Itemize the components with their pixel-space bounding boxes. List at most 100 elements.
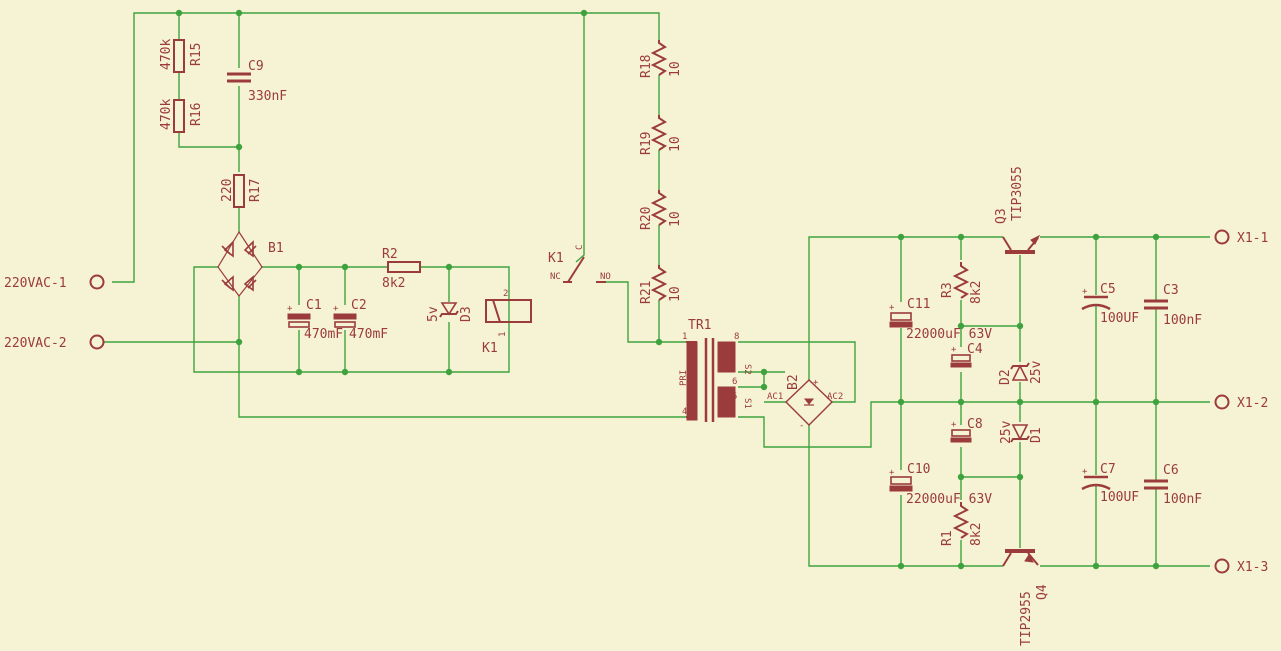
svg-text:S2: S2 bbox=[742, 364, 752, 375]
svg-text:D2: D2 bbox=[998, 369, 1013, 385]
terminal-x1-1[interactable]: X1-1 bbox=[1214, 229, 1269, 247]
svg-text:AC1: AC1 bbox=[767, 392, 783, 402]
resistor-r18: R18 10 bbox=[639, 40, 683, 78]
svg-text:R1: R1 bbox=[940, 530, 955, 546]
svg-text:10: 10 bbox=[668, 286, 683, 302]
svg-text:TIP2955: TIP2955 bbox=[1019, 591, 1034, 646]
svg-text:R20: R20 bbox=[639, 207, 654, 230]
svg-text:C8: C8 bbox=[967, 417, 983, 432]
svg-text:Q3: Q3 bbox=[994, 208, 1009, 224]
svg-text:330nF: 330nF bbox=[248, 89, 287, 104]
terminal-x1-3[interactable]: X1-3 bbox=[1214, 558, 1269, 576]
svg-text:C10: C10 bbox=[907, 462, 930, 477]
svg-text:C6: C6 bbox=[1163, 463, 1179, 478]
junction-dots bbox=[175, 9, 1160, 570]
capacitor-c1: + C1 470mF bbox=[287, 298, 343, 342]
svg-text:100UF: 100UF bbox=[1100, 490, 1139, 505]
svg-text:AC2: AC2 bbox=[827, 392, 843, 402]
svg-text:C7: C7 bbox=[1100, 462, 1116, 477]
relay-coil-k1: 2 1 K1 bbox=[482, 289, 532, 356]
svg-text:100nF: 100nF bbox=[1163, 492, 1202, 507]
svg-text:470mF: 470mF bbox=[349, 327, 388, 342]
svg-text:8k2: 8k2 bbox=[382, 276, 405, 291]
svg-text:+: + bbox=[813, 378, 819, 388]
zener-d1: 25v D1 bbox=[999, 420, 1044, 444]
transistor-q4: TIP2955 Q4 bbox=[1002, 549, 1050, 646]
svg-text:8k2: 8k2 bbox=[969, 523, 984, 546]
svg-text:B1: B1 bbox=[268, 241, 284, 256]
svg-text:C3: C3 bbox=[1163, 283, 1179, 298]
svg-text:C11: C11 bbox=[907, 297, 930, 312]
capacitor-c5: + C5 100UF bbox=[1081, 282, 1139, 326]
resistor-r15: 470k R15 bbox=[159, 39, 204, 73]
svg-text:Q4: Q4 bbox=[1035, 584, 1050, 600]
svg-text:+: + bbox=[951, 345, 957, 355]
svg-text:470mF: 470mF bbox=[304, 327, 343, 342]
terminal-label: X1-3 bbox=[1237, 560, 1268, 575]
svg-text:R17: R17 bbox=[248, 179, 263, 202]
transformer-tr1: TR1 1 4 PRI 8 6 5 S2 S1 bbox=[679, 318, 752, 422]
svg-text:6: 6 bbox=[732, 377, 737, 387]
resistor-r1: R1 8k2 bbox=[940, 502, 984, 546]
svg-text:C5: C5 bbox=[1100, 282, 1116, 297]
resistor-r19: R19 10 bbox=[639, 115, 683, 155]
svg-text:5v: 5v bbox=[426, 306, 441, 322]
svg-text:K1: K1 bbox=[482, 341, 498, 356]
svg-text:D1: D1 bbox=[1029, 427, 1044, 443]
svg-text:TR1: TR1 bbox=[688, 318, 711, 333]
svg-text:220: 220 bbox=[220, 179, 235, 202]
capacitor-c6: C6 100nF bbox=[1144, 463, 1202, 507]
svg-text:100UF: 100UF bbox=[1100, 311, 1139, 326]
svg-text:C9: C9 bbox=[248, 59, 264, 74]
capacitor-c11: + C11 22000uF 63V bbox=[889, 297, 992, 342]
svg-text:+: + bbox=[333, 304, 339, 314]
terminal-label: X1-1 bbox=[1237, 231, 1268, 246]
capacitor-c7: + C7 100UF bbox=[1081, 462, 1139, 505]
svg-text:PRI: PRI bbox=[679, 370, 689, 386]
svg-text:+: + bbox=[951, 420, 957, 430]
svg-text:470k: 470k bbox=[159, 39, 174, 70]
svg-text:R21: R21 bbox=[639, 281, 654, 304]
svg-text:+: + bbox=[1082, 467, 1088, 477]
svg-text:1: 1 bbox=[682, 332, 687, 342]
svg-text:NO: NO bbox=[600, 272, 611, 282]
svg-text:+: + bbox=[889, 303, 895, 313]
svg-text:470k: 470k bbox=[159, 99, 174, 130]
svg-text:+: + bbox=[287, 304, 293, 314]
svg-text:-: - bbox=[799, 421, 804, 431]
svg-text:K1: K1 bbox=[548, 251, 564, 266]
capacitor-c2: + C2 470mF bbox=[333, 298, 388, 342]
svg-text:D3: D3 bbox=[459, 306, 474, 322]
capacitor-c4: + C4 bbox=[950, 342, 983, 368]
svg-text:4: 4 bbox=[682, 407, 687, 417]
terminal-x1-2[interactable]: X1-2 bbox=[1214, 394, 1269, 412]
svg-text:NC: NC bbox=[550, 272, 561, 282]
svg-text:22000uF 63V: 22000uF 63V bbox=[906, 492, 992, 507]
svg-text:S1: S1 bbox=[742, 398, 752, 409]
terminal-label: X1-2 bbox=[1237, 396, 1268, 411]
capacitor-c3: C3 100nF bbox=[1144, 283, 1202, 328]
wires bbox=[104, 12, 1210, 567]
svg-text:10: 10 bbox=[668, 61, 683, 77]
svg-text:100nF: 100nF bbox=[1163, 313, 1202, 328]
svg-text:C1: C1 bbox=[306, 298, 322, 313]
svg-text:C4: C4 bbox=[967, 342, 983, 357]
transistor-q3: Q3 TIP3055 bbox=[994, 166, 1041, 254]
terminal-label: 220VAC-1 bbox=[4, 276, 67, 291]
terminal-220vac-1[interactable]: 220VAC-1 bbox=[4, 274, 105, 292]
svg-text:2: 2 bbox=[503, 289, 508, 299]
svg-text:C2: C2 bbox=[351, 298, 367, 313]
svg-text:B2: B2 bbox=[786, 374, 801, 390]
resistor-r16: 470k R16 bbox=[159, 99, 204, 133]
zener-d3: 5v D3 bbox=[426, 302, 474, 322]
resistor-r17: 220 R17 bbox=[220, 174, 263, 208]
resistor-r3: R3 8k2 bbox=[940, 262, 984, 304]
svg-text:25v: 25v bbox=[999, 420, 1014, 444]
svg-text:22000uF 63V: 22000uF 63V bbox=[906, 327, 992, 342]
terminal-220vac-2[interactable]: 220VAC-2 bbox=[4, 334, 105, 352]
svg-text:+: + bbox=[889, 468, 895, 478]
svg-text:R3: R3 bbox=[940, 282, 955, 298]
bridge-rectifier-b1: B1 bbox=[217, 230, 284, 297]
capacitor-c10: + C10 22000uF 63V bbox=[889, 462, 992, 507]
